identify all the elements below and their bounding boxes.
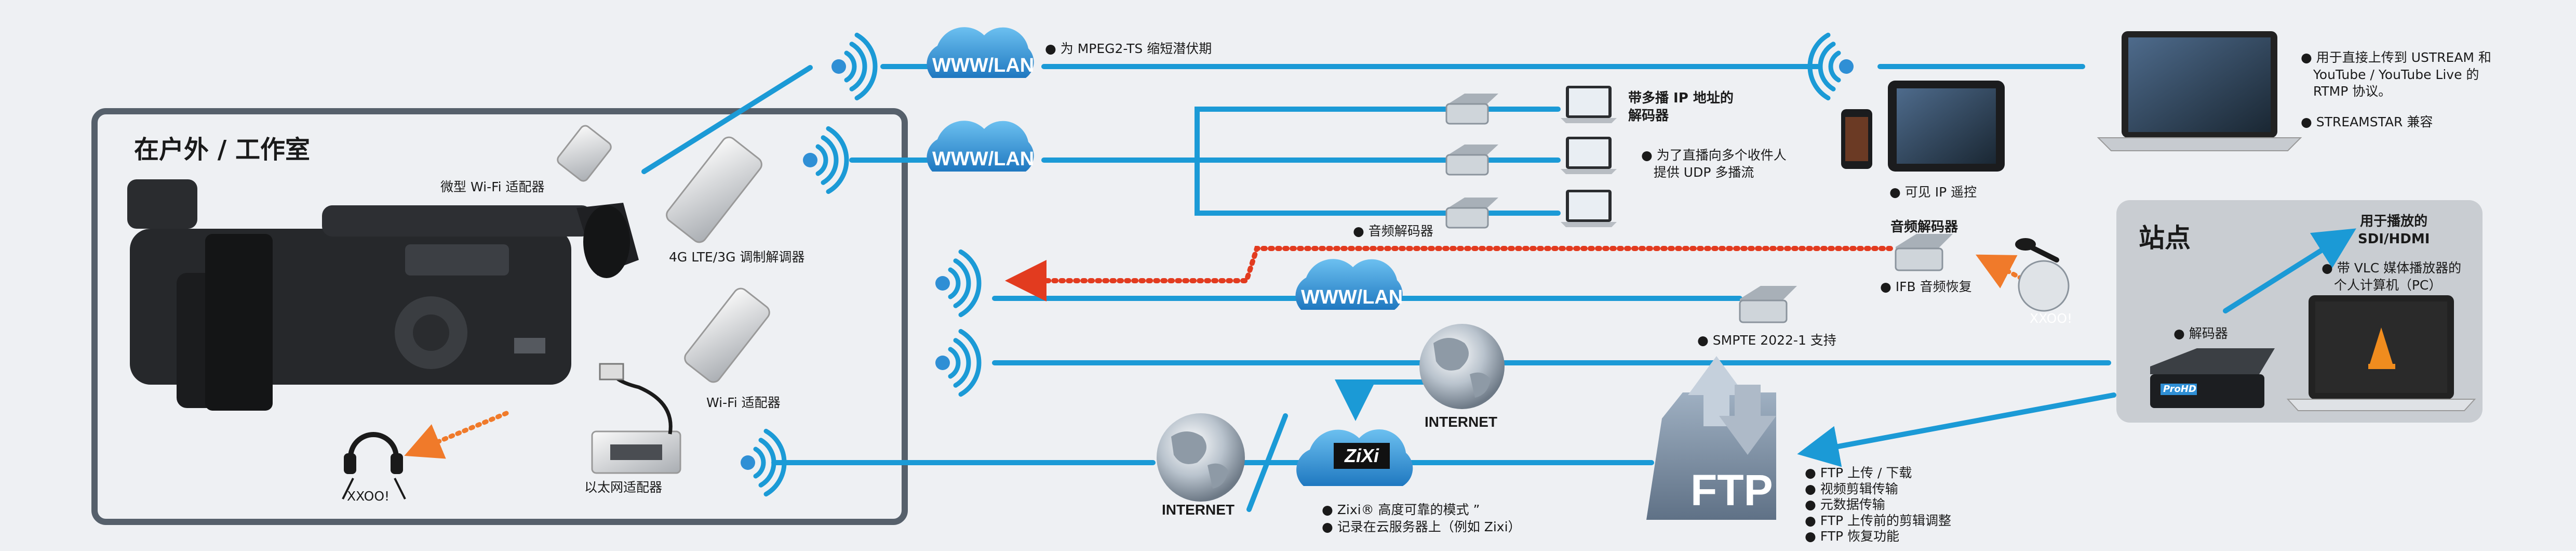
wifi-signal-icon [831,32,878,101]
headphone-call-label: XXOO! [347,489,390,504]
internet-label-1: INTERNET [1425,414,1497,430]
mini-decoder-icon [1445,198,1498,229]
zixi-logo-label: ZiXi [1344,445,1379,466]
connection-lines [641,64,2356,512]
mpeg2-note: ● 为 MPEG2-TS 缩短潜伏期 [1045,41,1212,56]
wifi-signal-icon [741,428,787,497]
cloud-www-lan-1-label: WWW/LAN [932,55,1035,76]
station-title: 站点 [2139,223,2191,253]
cloud-www-lan-3-label: WWW/LAN [1301,286,1403,308]
micro-wifi-adapter-icon [557,125,612,182]
station-audio-decoder-icon [1895,234,1953,271]
station-decoder-label: ● 解码器 [2174,326,2228,341]
cloud-zixi [1296,429,1413,486]
streamstar-note: ● STREAMSTAR 兼容 [2301,114,2433,129]
cloud-www-lan-2-label: WWW/LAN [932,148,1035,170]
station-call-label: XXOO! [2030,311,2073,326]
smpte-label: ● SMPTE 2022-1 支持 [1697,333,1836,348]
ustream-note: ● 用于直接上传到 USTREAM 和 YouTube / YouTube Li… [2301,50,2491,99]
wifi-signal-icon [935,249,982,318]
multicast-desc: ● 为了直播向多个收件人 提供 UDP 多播流 [1641,148,1787,180]
wifi-signal-icon [1807,32,1854,101]
globe-icon-top [1419,324,1505,409]
vlc-laptop-icon [2286,295,2476,411]
zixi-note: ● Zixi® 高度可靠的模式 ”● 记录在云服务器上（例如 Zixi） [1322,502,1521,534]
studio-frame [91,108,908,525]
ftp-folder-icon [1646,356,1776,520]
audio-decoder-label-2: 音频解码器 [1890,219,1958,235]
laptop-top-icon [2097,31,2302,151]
mini-laptop-icon [1561,86,1617,123]
audio-decoder-label-1: ● 音频解码器 [1353,224,1433,239]
visible-ip-label: ● 可见 IP 遥控 [1889,185,1977,200]
ftp-label: FTP [1691,466,1773,515]
mini-laptop-icon [1561,190,1617,227]
ifb-return-line [1005,246,1893,301]
microphone-icon [2015,238,2070,312]
decoder-brand-label: ProHD [2163,384,2196,395]
wifi-adapter-icon [684,287,770,383]
headphone-icon [342,432,406,500]
lte-modem-icon [666,136,762,243]
cloud-www-lan-1 [927,27,1034,78]
talkback-line [404,411,509,459]
ethernet-adapter-icon [591,363,681,474]
mini-laptop-icon [1561,137,1617,174]
camcorder-icon [127,179,639,411]
multicast-title: 带多播 IP 地址的解码器 [1628,90,1734,124]
ethernet-adapter-label: 以太网适配器 [584,480,663,495]
mini-decoders [1445,86,1617,229]
lte-modem-label: 4G LTE/3G 调制解调器 [669,250,805,265]
wifi-signal-icons [741,32,1854,497]
tablet-icon [1888,81,2005,172]
wifi-signal-icon [803,126,849,194]
globe-icon-bottom [1157,413,1245,502]
vlc-label: ● 带 VLC 媒体播放器的 个人计算机（PC） [2322,260,2462,293]
studio-title: 在户外 / 工作室 [134,135,310,164]
internet-label-2: INTERNET [1162,502,1235,518]
station-decoder-icon [2150,348,2275,408]
ifb-label: ● IFB 音频恢复 [1880,279,1972,294]
mini-decoder-icon [1445,94,1498,125]
smpte-decoder-icon [1739,286,1797,323]
cloud-www-lan-2 [927,121,1034,172]
micro-wifi-label: 微型 Wi-Fi 适配器 [440,179,545,194]
smartphone-icon [1841,109,1872,169]
wifi-signal-icon [935,329,982,397]
mini-decoder-icon [1445,145,1498,176]
cloud-www-lan-3 [1295,259,1403,310]
ftp-features: ● FTP 上传 / 下载● 视频剪辑传输● 元数据传输● FTP 上传前的剪辑… [1805,465,1952,544]
wifi-adapter-label: Wi-Fi 适配器 [706,395,781,410]
